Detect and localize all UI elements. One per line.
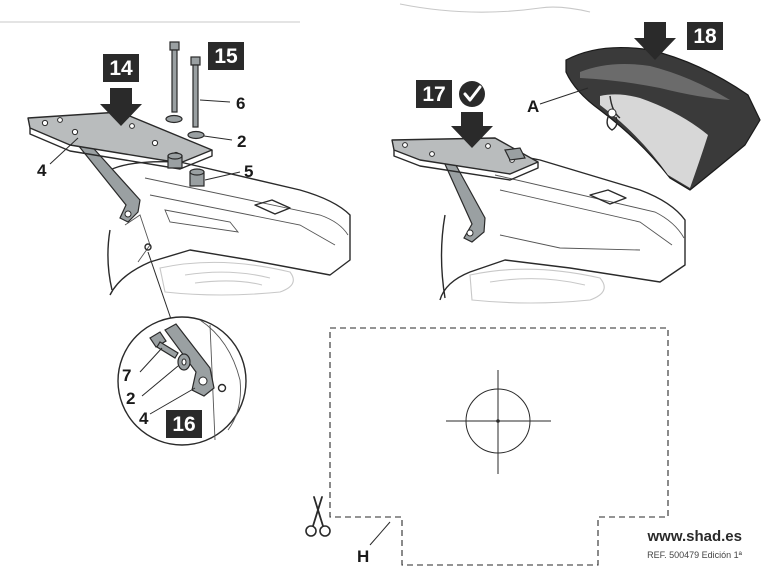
crosshair-icon: [446, 370, 551, 474]
part-label-2-top: 2: [237, 132, 246, 151]
step-15-number: 15: [214, 45, 238, 68]
footer-website: www.shad.es: [647, 528, 742, 545]
part-label-2-detail: 2: [126, 389, 135, 408]
step-16-marker: 16: [166, 410, 202, 438]
part-label-4-detail: 4: [139, 409, 149, 428]
footer-reference: REF. 500479 Edición 1ª: [647, 550, 742, 560]
part-label-7: 7: [122, 366, 131, 385]
cut-template: H: [305, 327, 669, 566]
left-rack-bracket: [77, 139, 141, 223]
down-arrow-icon: [634, 22, 676, 60]
part-label-A: A: [527, 97, 539, 116]
part-label-H: H: [357, 547, 369, 566]
top-faint-fragments: [0, 3, 591, 23]
middle-rack-bracket: [443, 157, 486, 243]
left-part-callouts: 6 2 5 4: [37, 94, 253, 181]
seat-scene: [565, 46, 761, 191]
seat-callout: A: [527, 87, 589, 116]
step-17-number: 17: [422, 83, 445, 106]
part-label-6: 6: [236, 94, 245, 113]
down-arrow-icon: [100, 88, 142, 126]
step-17-marker: 17: [416, 80, 493, 148]
left-hardware: [165, 41, 205, 187]
down-arrow-icon: [451, 112, 493, 148]
part-label-5: 5: [244, 162, 253, 181]
part-label-4-top: 4: [37, 161, 47, 180]
left-scene-motorcycle: [107, 161, 351, 296]
step-16-number: 16: [172, 413, 195, 436]
detail-circle: [117, 316, 247, 446]
step-15-marker: 15: [208, 42, 244, 70]
detail-part-callouts: 7 2 4: [122, 347, 196, 428]
step-18-number: 18: [693, 25, 717, 48]
middle-rack-plate: [391, 137, 539, 181]
step-14-number: 14: [109, 57, 133, 80]
scissors-icon: [305, 496, 331, 537]
step-14-marker: 14: [100, 54, 142, 126]
check-icon: [459, 81, 485, 107]
step-18-marker: 18: [634, 22, 723, 60]
